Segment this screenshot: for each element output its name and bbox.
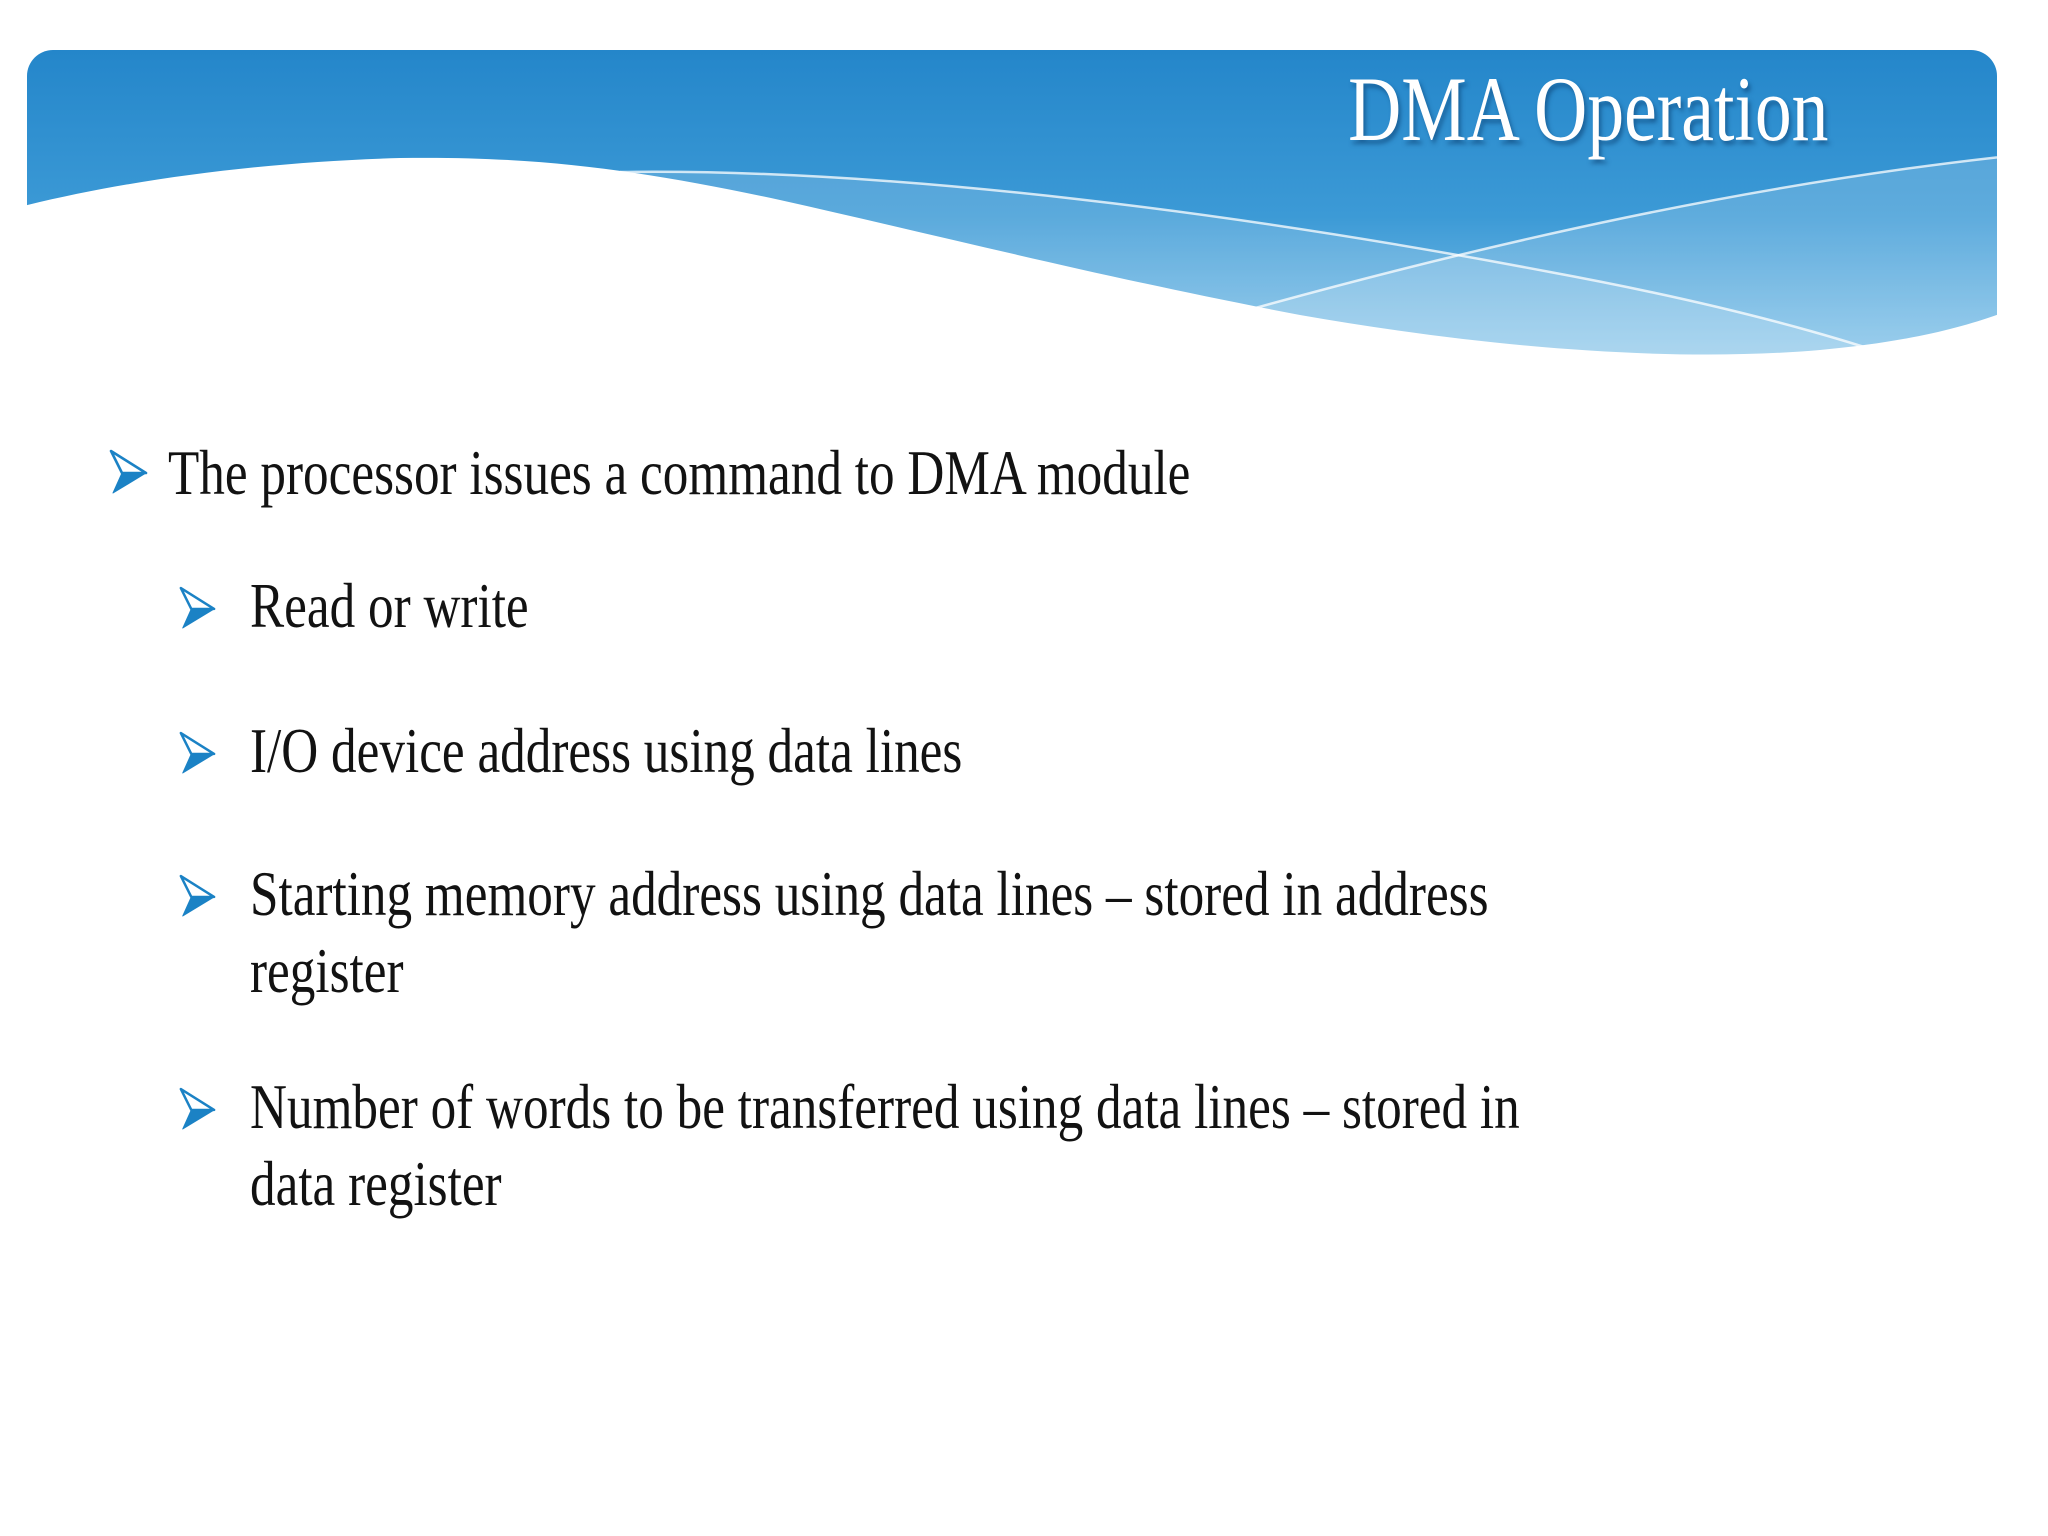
bullet-arrowhead-icon — [108, 449, 148, 495]
bullet-item: Read or write — [0, 567, 2048, 644]
bullet-arrowhead-icon — [178, 874, 216, 918]
bullet-text: I/O device address using data lines — [250, 715, 963, 786]
bullet-arrowhead-icon — [178, 731, 216, 775]
bullet-item: I/O device address using data lines — [0, 712, 2048, 789]
bullet-arrowhead-icon — [178, 1087, 216, 1131]
bullet-text: Starting memory address using data lines… — [250, 858, 1489, 1006]
bullet-text: Read or write — [250, 570, 529, 641]
slide-header: DMA Operation — [0, 0, 2048, 420]
bullet-arrowhead-icon — [178, 586, 216, 630]
header-wave-graphic — [27, 50, 1997, 420]
page-title: DMA Operation — [1347, 58, 1828, 160]
bullet-item: Number of words to be transferred using … — [0, 1068, 2048, 1222]
bullet-text: The processor issues a command to DMA mo… — [168, 437, 1191, 508]
bullet-text: Number of words to be transferred using … — [250, 1071, 1520, 1219]
bullet-item: Starting memory address using data lines… — [0, 855, 2048, 1009]
bullet-item: The processor issues a command to DMA mo… — [0, 434, 2048, 511]
